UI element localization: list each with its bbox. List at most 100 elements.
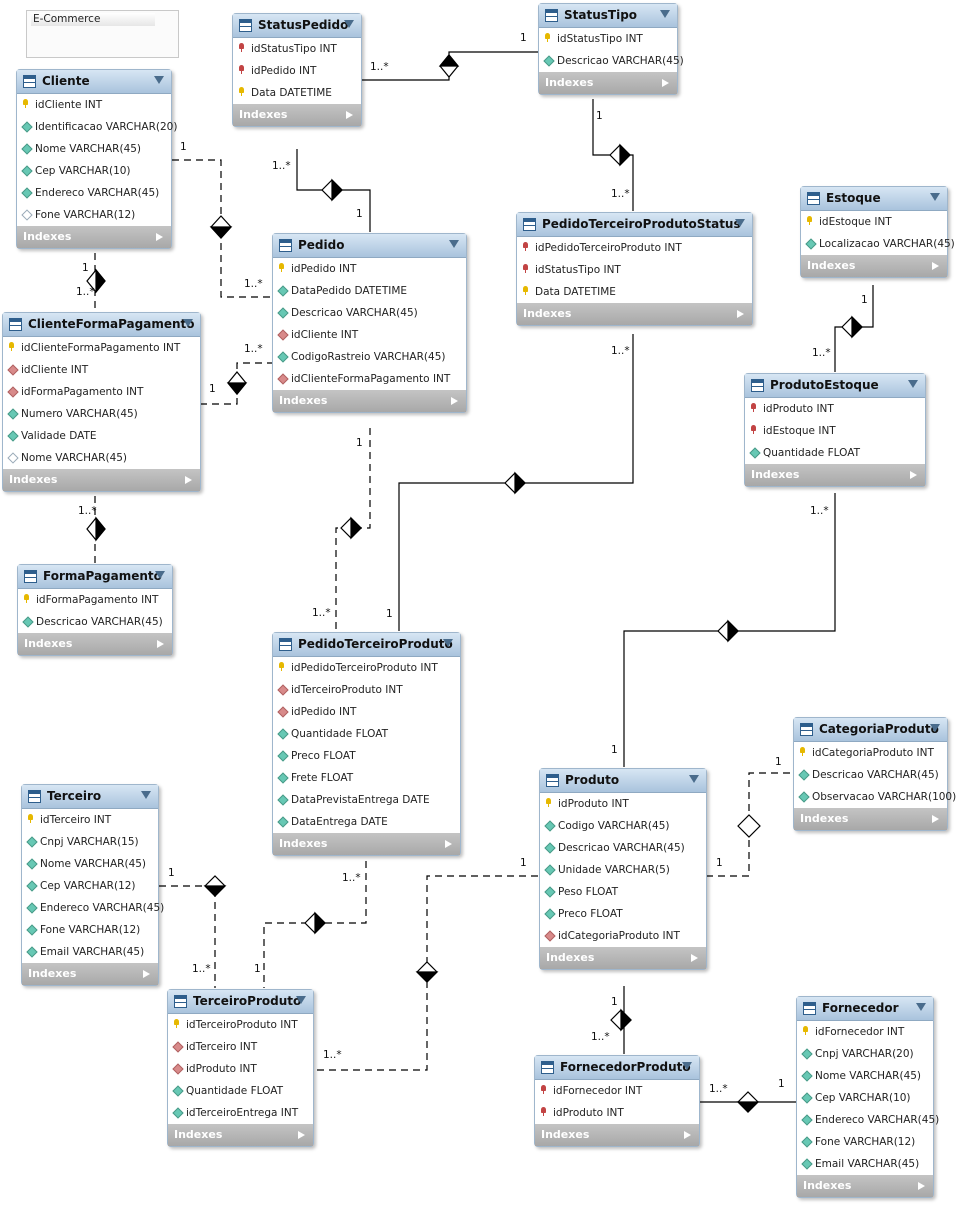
table-column-row[interactable]: Cep VARCHAR(12) <box>22 875 158 897</box>
indexes-section[interactable]: Indexes <box>801 255 947 277</box>
table-column-row[interactable]: idProduto INT <box>745 398 925 420</box>
table-column-row[interactable]: Endereco VARCHAR(45) <box>797 1109 939 1131</box>
table-column-row[interactable]: Quantidade FLOAT <box>168 1080 313 1102</box>
table-column-row[interactable]: Data DATETIME <box>233 82 361 104</box>
table-column-row[interactable]: idCliente INT <box>3 359 200 381</box>
table-column-row[interactable]: Nome VARCHAR(45) <box>3 447 200 469</box>
indexes-section[interactable]: Indexes <box>22 963 158 985</box>
collapse-arrow-icon[interactable] <box>660 10 670 18</box>
table-column-row[interactable]: Fone VARCHAR(12) <box>22 919 158 941</box>
table-column-row[interactable]: idStatusTipo INT <box>233 38 361 60</box>
table-column-row[interactable]: CodigoRastreio VARCHAR(45) <box>273 346 466 368</box>
table-column-row[interactable]: idCliente INT <box>17 94 171 116</box>
table-column-row[interactable]: Endereco VARCHAR(45) <box>22 897 164 919</box>
table-header[interactable]: Estoque <box>801 187 947 211</box>
table-column-row[interactable]: Quantidade FLOAT <box>273 723 460 745</box>
table-column-row[interactable]: idFormaPagamento INT <box>18 589 172 611</box>
indexes-section[interactable]: Indexes <box>517 303 752 325</box>
indexes-section[interactable]: Indexes <box>273 390 466 412</box>
table-column-row[interactable]: Localizacao VARCHAR(45) <box>801 233 955 255</box>
table-column-row[interactable]: Quantidade FLOAT <box>745 442 925 464</box>
indexes-section[interactable]: Indexes <box>233 104 361 126</box>
table-column-row[interactable]: Identificacao VARCHAR(20) <box>17 116 177 138</box>
table-column-row[interactable]: DataEntrega DATE <box>273 811 460 833</box>
indexes-section[interactable]: Indexes <box>273 833 460 855</box>
collapse-arrow-icon[interactable] <box>183 319 193 327</box>
table-header[interactable]: Terceiro <box>22 785 158 809</box>
table-column-row[interactable]: Email VARCHAR(45) <box>22 941 158 963</box>
table-column-row[interactable]: Peso FLOAT <box>540 881 706 903</box>
indexes-section[interactable]: Indexes <box>3 469 200 491</box>
table-header[interactable]: CategoriaProduto <box>794 718 947 742</box>
table-column-row[interactable]: Descricao VARCHAR(45) <box>18 611 172 633</box>
table-column-row[interactable]: idTerceiroEntrega INT <box>168 1102 313 1124</box>
table-column-row[interactable]: Cnpj VARCHAR(15) <box>22 831 158 853</box>
table-header[interactable]: ProdutoEstoque <box>745 374 925 398</box>
table-column-row[interactable]: idClienteFormaPagamento INT <box>273 368 466 390</box>
table-column-row[interactable]: idTerceiroProduto INT <box>273 679 460 701</box>
table-column-row[interactable]: Data DATETIME <box>517 281 752 303</box>
table-column-row[interactable]: Descricao VARCHAR(45) <box>539 50 684 72</box>
indexes-section[interactable]: Indexes <box>168 1124 313 1146</box>
table-column-row[interactable]: Fone VARCHAR(12) <box>17 204 171 226</box>
table-header[interactable]: Produto <box>540 769 706 793</box>
table-column-row[interactable]: Cep VARCHAR(10) <box>17 160 171 182</box>
indexes-section[interactable]: Indexes <box>794 808 947 830</box>
table-column-row[interactable]: Descricao VARCHAR(45) <box>540 837 706 859</box>
table-column-row[interactable]: idPedido INT <box>273 701 460 723</box>
table-header[interactable]: FormaPagamento <box>18 565 172 589</box>
table-column-row[interactable]: idFormaPagamento INT <box>3 381 200 403</box>
collapse-arrow-icon[interactable] <box>443 639 453 647</box>
table-column-row[interactable]: Preco FLOAT <box>540 903 706 925</box>
table-header[interactable]: PedidoTerceiroProduto <box>273 633 460 657</box>
table-column-row[interactable]: Validade DATE <box>3 425 200 447</box>
table-column-row[interactable]: idPedido INT <box>273 258 466 280</box>
table-column-row[interactable]: idPedido INT <box>233 60 361 82</box>
table-column-row[interactable]: idClienteFormaPagamento INT <box>3 337 200 359</box>
table-column-row[interactable]: Codigo VARCHAR(45) <box>540 815 706 837</box>
table-column-row[interactable]: Cnpj VARCHAR(20) <box>797 1043 933 1065</box>
table-column-row[interactable]: Observacao VARCHAR(100) <box>794 786 956 808</box>
table-column-row[interactable]: Descricao VARCHAR(45) <box>794 764 947 786</box>
collapse-arrow-icon[interactable] <box>154 76 164 84</box>
table-column-row[interactable]: idEstoque INT <box>801 211 947 233</box>
indexes-section[interactable]: Indexes <box>17 226 171 248</box>
table-header[interactable]: FornecedorProduto <box>535 1056 699 1080</box>
collapse-arrow-icon[interactable] <box>916 1003 926 1011</box>
table-column-row[interactable]: Preco FLOAT <box>273 745 460 767</box>
table-column-row[interactable]: Descricao VARCHAR(45) <box>273 302 466 324</box>
collapse-arrow-icon[interactable] <box>155 571 165 579</box>
table-column-row[interactable]: Frete FLOAT <box>273 767 460 789</box>
table-header[interactable]: ClienteFormaPagamento <box>3 313 200 337</box>
table-header[interactable]: PedidoTerceiroProdutoStatus <box>517 213 752 237</box>
table-header[interactable]: Fornecedor <box>797 997 933 1021</box>
table-column-row[interactable]: idFornecedor INT <box>535 1080 699 1102</box>
table-header[interactable]: StatusPedido <box>233 14 361 38</box>
table-header[interactable]: TerceiroProduto <box>168 990 313 1014</box>
table-column-row[interactable]: idCategoriaProduto INT <box>540 925 706 947</box>
collapse-arrow-icon[interactable] <box>930 193 940 201</box>
indexes-section[interactable]: Indexes <box>797 1175 933 1197</box>
table-column-row[interactable]: idCategoriaProduto INT <box>794 742 947 764</box>
table-column-row[interactable]: idStatusTipo INT <box>539 28 677 50</box>
table-column-row[interactable]: Nome VARCHAR(45) <box>22 853 158 875</box>
indexes-section[interactable]: Indexes <box>540 947 706 969</box>
indexes-section[interactable]: Indexes <box>18 633 172 655</box>
table-header[interactable]: Pedido <box>273 234 466 258</box>
collapse-arrow-icon[interactable] <box>682 1062 692 1070</box>
table-column-row[interactable]: idProduto INT <box>540 793 706 815</box>
